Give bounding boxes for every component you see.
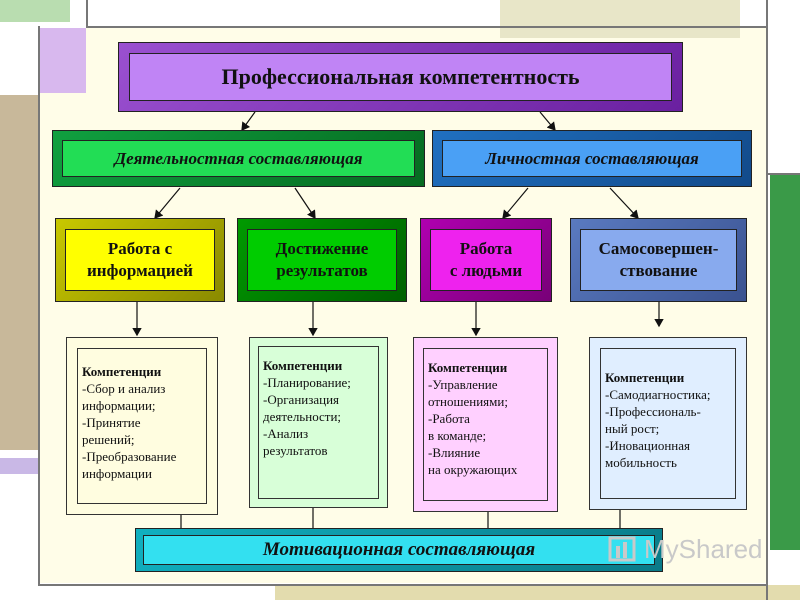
motivation-component-face: Мотивационная составляющая bbox=[143, 535, 655, 565]
competences-title-2: Компетенции bbox=[263, 358, 343, 373]
info-work-box: Работа с информацией bbox=[55, 218, 225, 302]
competence-item: на окружающих bbox=[428, 462, 518, 477]
competence-item: -Принятие bbox=[82, 415, 141, 430]
deco-block-tan-bottom bbox=[275, 585, 800, 600]
arrow-personal-self bbox=[609, 187, 639, 219]
self-improvement-box: Самосовершен- ствование bbox=[570, 218, 747, 302]
self-improvement-face: Самосовершен- ствование bbox=[580, 229, 737, 291]
competence-item: в команде; bbox=[428, 428, 487, 443]
competence-item: мобильность bbox=[605, 455, 677, 470]
people-work-line2: с людьми bbox=[449, 261, 523, 280]
competence-item: ный рост; bbox=[605, 421, 660, 436]
personal-component-face: Личностная составляющая bbox=[442, 140, 742, 177]
people-work-line1: Работа bbox=[459, 239, 513, 258]
competence-item: отношениями; bbox=[428, 394, 508, 409]
deco-line-h-right bbox=[768, 173, 800, 175]
professional-competence-face: Профессиональная компетентность bbox=[129, 53, 672, 101]
deco-line-bottom bbox=[38, 584, 768, 586]
results-box: Достижение результатов bbox=[237, 218, 407, 302]
personal-component-box: Личностная составляющая bbox=[432, 130, 752, 187]
results-face: Достижение результатов bbox=[247, 229, 397, 291]
results-line1: Достижение bbox=[275, 239, 369, 258]
competence-item: -Сбор и анализ bbox=[82, 381, 166, 396]
professional-competence-label: Профессиональная компетентность bbox=[221, 64, 580, 89]
watermark-text: MyShared bbox=[644, 534, 763, 564]
deco-line-v-left2 bbox=[86, 0, 88, 28]
arrow-activity-results bbox=[294, 187, 316, 219]
competence-item: -Работа bbox=[428, 411, 470, 426]
competences-box-4: Компетенции -Самодиагностика; -Профессио… bbox=[589, 337, 747, 510]
deco-block-green-right bbox=[770, 175, 800, 550]
competences-panel-2: Компетенции -Планирование; -Организация … bbox=[258, 346, 379, 499]
motivation-component-box: Мотивационная составляющая bbox=[135, 528, 663, 572]
deco-block-lavender-left bbox=[0, 458, 38, 474]
competences-panel-4: Компетенции -Самодиагностика; -Профессио… bbox=[600, 348, 736, 499]
activity-component-face: Деятельностная составляющая bbox=[62, 140, 415, 177]
watermark: MyShared bbox=[608, 530, 768, 570]
arrow-top-personal bbox=[539, 111, 556, 131]
self-improvement-line1: Самосовершен- bbox=[598, 239, 719, 258]
deco-block-green bbox=[0, 0, 70, 22]
arrow-activity-info bbox=[154, 187, 181, 219]
deco-line-top bbox=[86, 26, 768, 28]
deco-line-left bbox=[38, 26, 40, 586]
competence-item: информации; bbox=[82, 398, 156, 413]
competence-item: -Профессиональ- bbox=[605, 404, 701, 419]
deco-block-lavender bbox=[38, 28, 86, 93]
competences-box-1: Компетенции -Сбор и анализ информации; -… bbox=[66, 337, 218, 515]
competence-item: -Преобразование bbox=[82, 449, 177, 464]
personal-component-label: Личностная составляющая bbox=[485, 148, 699, 168]
activity-component-label: Деятельностная составляющая bbox=[114, 148, 363, 168]
arrow-personal-people bbox=[502, 187, 529, 219]
results-line2: результатов bbox=[276, 261, 368, 280]
competences-title-4: Компетенции bbox=[605, 370, 685, 385]
competence-item: -Иновационная bbox=[605, 438, 690, 453]
info-work-face: Работа с информацией bbox=[65, 229, 215, 291]
competence-item: -Самодиагностика; bbox=[605, 387, 711, 402]
competence-item: -Управление bbox=[428, 377, 498, 392]
competences-panel-3: Компетенции -Управление отношениями; -Ра… bbox=[423, 348, 548, 501]
deco-block-beige-top bbox=[500, 0, 740, 38]
competence-item: -Организация bbox=[263, 392, 340, 407]
competences-panel-1: Компетенции -Сбор и анализ информации; -… bbox=[77, 348, 207, 504]
people-work-box: Работа с людьми bbox=[420, 218, 552, 302]
competences-box-2: Компетенции -Планирование; -Организация … bbox=[249, 337, 388, 508]
info-work-line1: Работа с bbox=[107, 239, 173, 258]
self-improvement-line2: ствование bbox=[619, 261, 698, 280]
competence-item: решений; bbox=[82, 432, 135, 447]
competences-title-1: Компетенции bbox=[82, 364, 162, 379]
competence-item: -Планирование; bbox=[263, 375, 351, 390]
activity-component-box: Деятельностная составляющая bbox=[52, 130, 425, 187]
people-work-face: Работа с людьми bbox=[430, 229, 542, 291]
motivation-component-label: Мотивационная составляющая bbox=[262, 539, 536, 560]
competences-box-3: Компетенции -Управление отношениями; -Ра… bbox=[413, 337, 558, 512]
competence-item: -Анализ bbox=[263, 426, 309, 441]
competence-item: результатов bbox=[263, 443, 328, 458]
professional-competence-box: Профессиональная компетентность bbox=[118, 42, 683, 112]
competence-item: информации bbox=[82, 466, 152, 481]
arrow-top-activity bbox=[241, 111, 256, 131]
deco-block-tan bbox=[0, 95, 38, 450]
deco-line-right bbox=[766, 0, 768, 600]
competence-item: -Влияние bbox=[428, 445, 481, 460]
competences-title-3: Компетенции bbox=[428, 360, 508, 375]
watermark-icon bbox=[608, 536, 636, 562]
competence-item: деятельности; bbox=[263, 409, 342, 424]
info-work-line2: информацией bbox=[87, 261, 193, 280]
